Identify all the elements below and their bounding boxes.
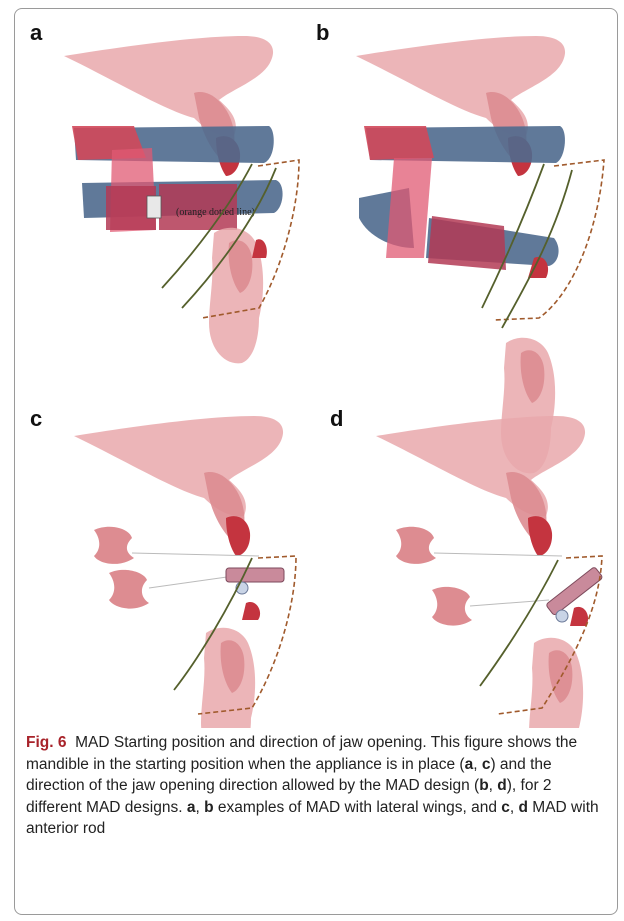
caption-separator: ,: [510, 799, 519, 816]
figure-caption: Fig. 6 MAD Starting position and directi…: [26, 732, 606, 840]
panel-c-letter: c: [30, 406, 42, 431]
panel-b-letter: b: [316, 20, 329, 45]
panel-a: a (orange dotted line): [30, 20, 299, 363]
orange-dotted-line-note: (orange dotted line): [176, 207, 255, 218]
panel-d-letter: d: [330, 406, 343, 431]
caption-title: MAD Starting position and direction of j…: [75, 734, 427, 751]
ref-b-2: b: [204, 799, 213, 816]
caption-separator: ,: [195, 799, 204, 816]
caption-separator: ,: [489, 777, 498, 794]
ref-b: b: [479, 777, 488, 794]
ref-c-2: c: [501, 799, 510, 816]
panel-c: c: [30, 406, 296, 728]
panel-d: d: [330, 406, 603, 728]
ref-d: d: [497, 777, 506, 794]
caption-separator: ,: [473, 756, 482, 773]
panel-a-letter: a: [30, 20, 43, 45]
figure-label: Fig. 6: [26, 734, 66, 751]
ref-d-2: d: [519, 799, 528, 816]
panel-b: b: [316, 20, 604, 473]
ref-a: a: [465, 756, 474, 773]
figure-illustration: a (orange dotted line) b: [14, 8, 616, 728]
caption-sentence-2-mid: examples of MAD with lateral wings, and: [214, 799, 502, 816]
